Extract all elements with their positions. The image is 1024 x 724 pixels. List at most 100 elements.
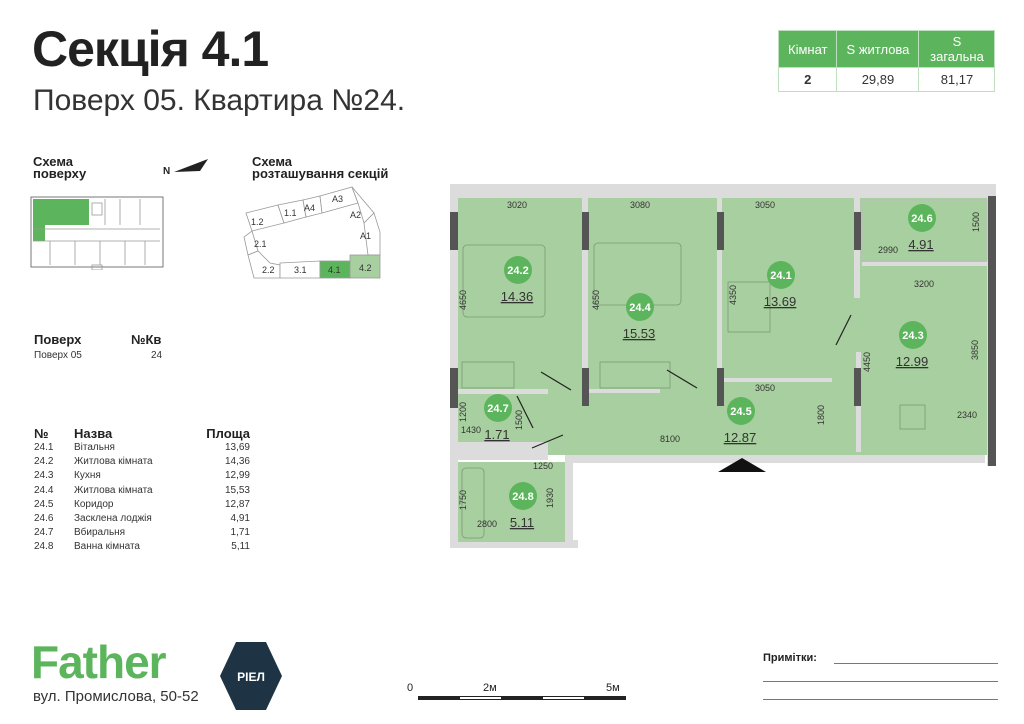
room-row: 24.5 Коридор 12,87 — [34, 499, 250, 513]
header-living-area: S житлова — [836, 30, 920, 68]
floor-label: Поверх — [34, 332, 82, 347]
dimension-label: 2990 — [878, 245, 898, 255]
room-no: 24.3 — [34, 470, 54, 482]
north-arrow-icon — [174, 159, 208, 172]
dimension-label: 3850 — [970, 340, 980, 360]
dimension-label: 3050 — [755, 383, 775, 393]
floor-scheme-title-line2: поверху — [33, 166, 87, 181]
room-area: 5.11 — [510, 515, 534, 530]
room-number: 24.8 — [512, 491, 533, 503]
dimension-label: 1200 — [458, 402, 468, 422]
room-area: 1,71 — [230, 527, 250, 539]
room-area: 13,69 — [224, 442, 250, 453]
scale-bar — [418, 696, 626, 700]
room-area: 14,36 — [224, 456, 250, 468]
room-row: 24.2 Житлова кімната 14,36 — [34, 456, 250, 470]
riel-badge: РІЕЛ — [220, 642, 282, 710]
room-name: Засклена лоджія — [74, 512, 152, 524]
section-4-1: 4.1 — [328, 265, 341, 275]
apartment-floor-plan: 24.214.3624.415.5324.113.6924.64.9124.31… — [450, 184, 996, 548]
room-badge — [899, 321, 927, 349]
room-area: 15,53 — [224, 484, 250, 496]
room-label: 24.5 12.87 — [724, 397, 757, 445]
room-no: 24.6 — [34, 512, 54, 524]
apartment-number-value: 24 — [151, 350, 163, 361]
brand-logo: Father — [31, 636, 167, 688]
room-name: Коридор — [74, 498, 114, 510]
dimension-label: 3200 — [914, 279, 934, 289]
page-title: Секція 4.1 — [32, 21, 269, 77]
section-2-1: 2.1 — [254, 239, 267, 249]
room-number: 24.4 — [629, 302, 651, 314]
room-area: 12.87 — [724, 430, 757, 445]
dimension-label: 1750 — [458, 490, 468, 510]
rooms-count: 2 — [777, 67, 838, 92]
header-total-area: S загальна — [918, 30, 996, 68]
room-number: 24.6 — [911, 213, 932, 225]
dimension-label: 4450 — [862, 352, 872, 372]
room-name: Ванна кімната — [74, 541, 140, 553]
room-name: Кухня — [74, 470, 101, 482]
room-label: 24.2 14.36 — [501, 256, 534, 304]
dimension-label: 1500 — [971, 212, 981, 232]
room-badge — [484, 394, 512, 422]
room-label: 24.7 1.71 — [484, 394, 512, 442]
room-badge — [626, 293, 654, 321]
section-scheme-image: 1.2 1.1 A4 A3 A2 A1 2.1 2.2 3.1 4.1 4.2 — [243, 186, 381, 279]
floor-scheme-title-line1: Схема — [33, 154, 74, 169]
north-label: N — [163, 166, 171, 177]
room-area: 12.99 — [896, 354, 929, 369]
room-area: 12,99 — [224, 470, 250, 482]
room-label: 24.113.69 — [764, 261, 796, 309]
room-label: 24.4 15.53 — [623, 293, 656, 341]
col-no: № — [34, 426, 49, 441]
dimension-label: 2340 — [957, 410, 977, 420]
room-number: 24.7 — [487, 403, 508, 415]
dimension-label: 1250 — [533, 461, 553, 471]
scale-label-5m: 5м — [606, 682, 620, 694]
notes-line[interactable] — [763, 699, 998, 700]
room-number: 24.5 — [730, 406, 751, 418]
section-scheme-title-line1: Схема — [252, 154, 293, 169]
room-no: 24.1 — [34, 442, 54, 453]
address: вул. Промислова, 50-52 — [33, 688, 199, 705]
room-badge — [504, 256, 532, 284]
room-no: 24.2 — [34, 456, 54, 468]
section-a4: A4 — [304, 203, 315, 213]
room-area: 1.71 — [484, 427, 509, 442]
living-area-value: 29,89 — [836, 67, 920, 92]
section-a3: A3 — [332, 194, 343, 204]
notes-line[interactable] — [834, 663, 998, 664]
room-area: 12,87 — [224, 498, 250, 510]
dimension-label: 1800 — [816, 405, 826, 425]
room-area: 14.36 — [501, 289, 534, 304]
room-number: 24.1 — [770, 270, 791, 282]
room-number: 24.2 — [507, 265, 528, 277]
room-name: Житлова кімната — [74, 456, 153, 468]
apartment-number-label: №Кв — [131, 332, 162, 347]
dimension-label: 4650 — [591, 290, 601, 310]
scale-label-0: 0 — [407, 682, 414, 694]
room-badge — [727, 397, 755, 425]
room-label: 24.312.99 — [896, 321, 929, 369]
room-badge — [767, 261, 795, 289]
room-area: 4,91 — [230, 512, 250, 524]
room-badge — [509, 482, 537, 510]
page-subtitle: Поверх 05. Квартира №24. — [33, 84, 406, 117]
room-area: 5,11 — [231, 541, 250, 553]
notes-line[interactable] — [763, 681, 998, 682]
dimension-label: 8100 — [660, 434, 680, 444]
section-3-1: 3.1 — [294, 265, 307, 275]
dimension-label: 3050 — [755, 200, 775, 210]
dimension-label: 4350 — [728, 285, 738, 305]
room-no: 24.5 — [34, 498, 54, 510]
dimension-label: 4650 — [458, 290, 468, 310]
room-area: 15.53 — [623, 326, 656, 341]
